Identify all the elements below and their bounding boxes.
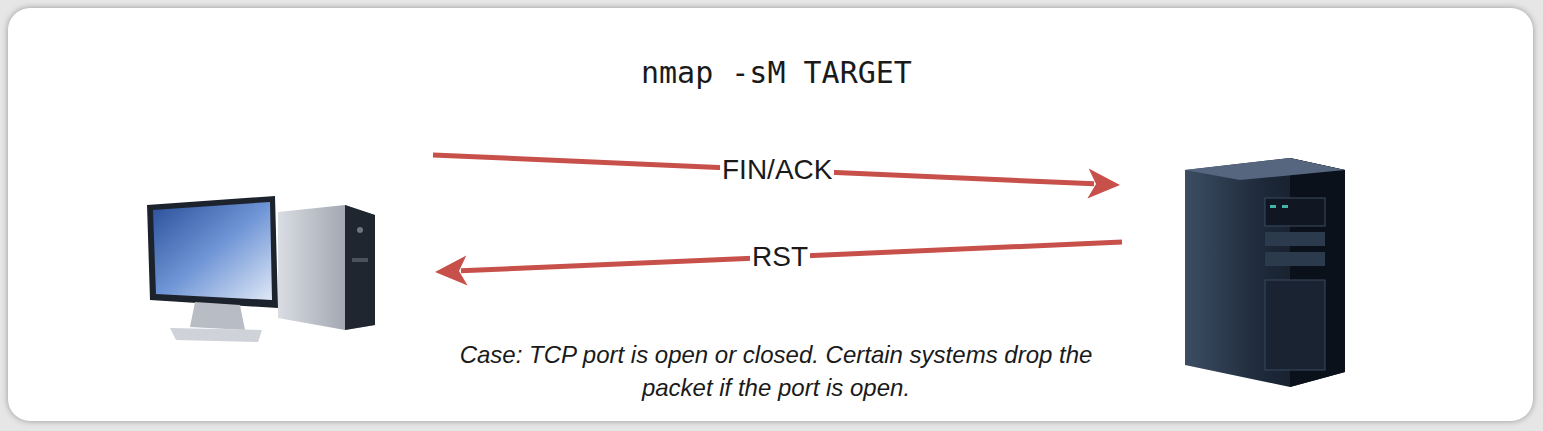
arrow-head	[1087, 169, 1120, 199]
caption: Case: TCP port is open or closed. Certai…	[446, 338, 1106, 404]
arrow-head	[435, 256, 468, 286]
server-icon	[1185, 158, 1345, 387]
arrow-label: FIN/ACK	[720, 154, 834, 186]
arrows	[433, 155, 1122, 286]
arrow-label: RST	[750, 241, 810, 273]
command-title: nmap -sM TARGET	[641, 55, 912, 90]
pc-icon	[147, 196, 375, 342]
